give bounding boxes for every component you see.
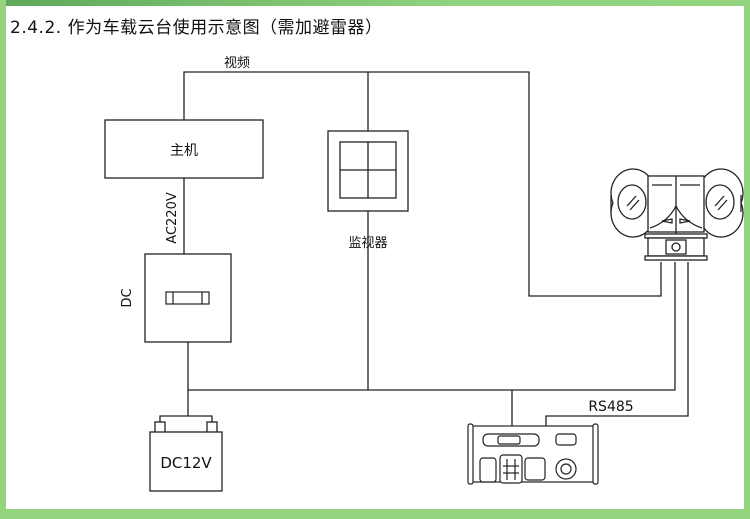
ptz-camera-icon <box>610 168 744 261</box>
frame-bottom <box>0 509 750 519</box>
host-label: 主机 <box>170 143 198 159</box>
page-title: 2.4.2. 作为车载云台使用示意图（需加避雷器） <box>10 18 383 38</box>
video-label: 视频 <box>224 56 250 71</box>
rs485-line <box>545 262 689 426</box>
monitor-icon <box>327 130 409 212</box>
host-box <box>104 119 264 179</box>
dc-converter-label: DC <box>120 288 135 307</box>
battery-label: DC12V <box>160 454 212 472</box>
ac-power-label: AC220V <box>165 192 180 244</box>
battery-icon <box>149 415 223 492</box>
control-keyboard-icon <box>467 423 599 485</box>
power-bus-line <box>188 262 676 391</box>
fuse-icon <box>165 291 210 305</box>
frame-top <box>0 0 750 6</box>
rs485-label: RS485 <box>588 399 633 415</box>
frame-right <box>744 0 750 519</box>
video-line <box>183 71 662 297</box>
frame-left <box>0 0 6 519</box>
monitor-label: 监视器 <box>348 236 387 251</box>
